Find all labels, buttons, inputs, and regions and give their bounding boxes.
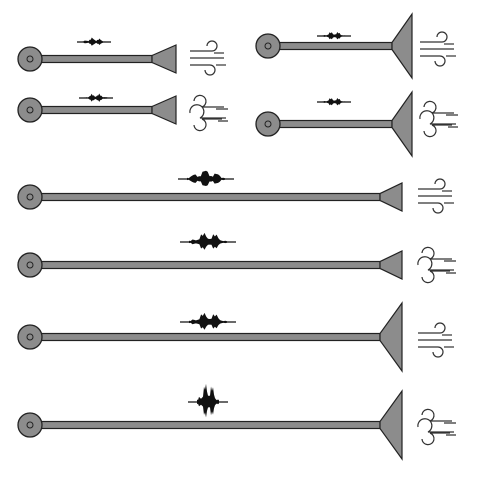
bell-icon	[379, 250, 403, 280]
instrument-tube-8	[17, 383, 456, 461]
sound-burst-icon	[322, 32, 346, 40]
instrument-tube-1	[17, 37, 226, 76]
wind-line	[190, 40, 218, 52]
bell-icon	[379, 301, 403, 373]
tube-rod	[29, 260, 381, 270]
sound-burst-icon	[322, 98, 346, 106]
bell-icon	[391, 12, 413, 80]
tube-rod	[267, 119, 393, 129]
mouthpiece-icon	[17, 412, 43, 438]
mouthpiece-hole-icon	[26, 106, 34, 114]
tube-rod	[267, 41, 393, 51]
wind-swirl	[421, 432, 450, 446]
wind-line	[418, 178, 446, 190]
wind-line	[418, 202, 444, 214]
wind-swirl	[423, 100, 454, 114]
tube-rod	[29, 420, 381, 430]
wind-line	[444, 422, 456, 436]
sound-burst-icon	[189, 312, 227, 330]
mouthpiece-hole-icon	[26, 421, 34, 429]
wind-line	[420, 55, 446, 67]
instrument-tube-2	[255, 12, 456, 80]
sound-burst-icon	[187, 170, 225, 186]
mouthpiece-icon	[17, 184, 43, 210]
wind-line	[420, 31, 448, 43]
mouthpiece-icon	[255, 111, 281, 137]
bell-icon	[151, 95, 177, 125]
instrument-tube-6	[17, 232, 456, 284]
wind-swirl	[417, 418, 454, 433]
mouthpiece-icon	[255, 33, 281, 59]
tube-rod	[29, 105, 153, 115]
mouthpiece-icon	[17, 252, 43, 278]
tube-rod	[29, 332, 381, 342]
wind-line	[446, 114, 458, 128]
mouthpiece-hole-icon	[26, 333, 34, 341]
mouthpiece-icon	[17, 324, 43, 350]
wind-line	[216, 108, 228, 122]
bell-icon	[151, 44, 177, 74]
bell-icon	[379, 389, 403, 461]
sound-burst-icon	[84, 93, 108, 102]
tube-rod	[29, 192, 381, 202]
mouthpiece-hole-icon	[264, 42, 272, 50]
wind-swirl	[421, 408, 452, 422]
instrument-tube-7	[17, 301, 454, 373]
mouthpiece-hole-icon	[264, 120, 272, 128]
instrument-tube-3	[17, 93, 228, 132]
mouthpiece-icon	[17, 46, 43, 72]
wind-swirl	[423, 124, 452, 138]
wind-swirl	[417, 256, 454, 271]
mouthpiece-icon	[17, 97, 43, 123]
wind-swirl	[193, 118, 222, 132]
wind-line	[190, 64, 216, 76]
instrument-tube-5	[17, 170, 454, 214]
wind-swirl	[419, 110, 456, 125]
mouthpiece-hole-icon	[26, 55, 34, 63]
wind-line	[444, 260, 456, 274]
wind-swirl	[421, 246, 452, 260]
wind-swirl	[189, 104, 226, 119]
bell-icon	[391, 90, 413, 158]
mouthpiece-hole-icon	[26, 261, 34, 269]
sound-burst-icon	[189, 232, 227, 250]
bell-icon	[379, 182, 403, 212]
wind-swirl	[421, 270, 450, 284]
wind-swirl	[193, 94, 224, 108]
sound-burst-icon	[197, 383, 219, 418]
instrument-tube-4	[255, 90, 458, 158]
mouthpiece-hole-icon	[26, 193, 34, 201]
wind-line	[418, 346, 444, 358]
sound-burst-icon	[82, 37, 106, 46]
wind-line	[418, 322, 446, 334]
tube-rod	[29, 54, 153, 64]
